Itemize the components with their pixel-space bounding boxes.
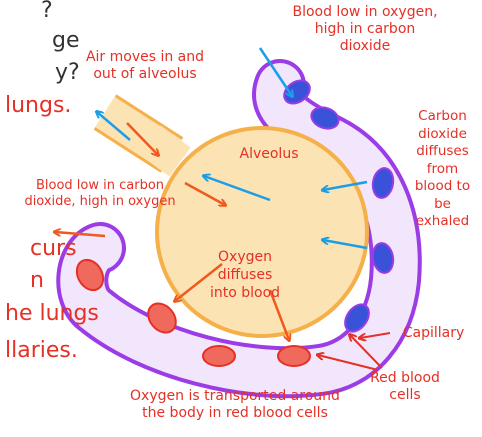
red-blood-cell [278,346,310,366]
cutoff-text: ? [41,0,53,22]
label-alveolus: Alveolus [229,146,309,163]
label-blood-low-co2: Blood low in carbon dioxide, high in oxy… [0,178,200,210]
cutoff-text: lungs. [5,95,71,117]
label-oxygen-transported: Oxygen is transported around the body in… [100,388,370,422]
label-blood-low-oxygen: Blood low in oxygen, high in carbon diox… [265,4,465,55]
cutoff-text: he lungs [5,303,99,325]
cutoff-text: llaries. [5,340,78,362]
cutoff-text: n [30,270,44,292]
label-capillary: Capillary [396,325,471,342]
cutoff-text: curs [30,238,77,260]
red-blood-cell [203,346,235,366]
label-co2-diffuses: Carbon dioxide diffuses from blood to be… [405,108,480,231]
label-oxygen-diffuses: Oxygen diffuses into blood [195,248,295,303]
label-red-blood-cells: Red blood cells [360,370,450,404]
label-air-moves: Air moves in and out of alveolus [65,49,225,83]
